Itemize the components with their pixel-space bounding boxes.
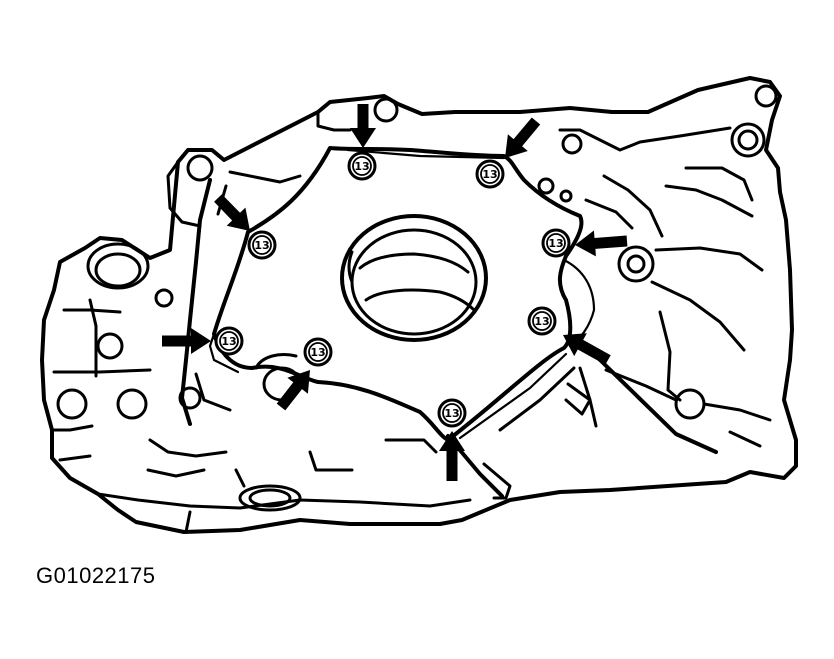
bolt-washer (442, 403, 462, 423)
arrow-5 (162, 328, 211, 354)
arrow-6 (276, 370, 310, 411)
bolt-washer (480, 164, 500, 184)
bolt-8: 13 (437, 398, 467, 428)
bolt-2: 13 (475, 159, 505, 189)
bolt-washer (352, 156, 372, 176)
bolt-4: 13 (541, 228, 571, 258)
figure-id: G01022175 (36, 563, 156, 588)
bolt-1: 13 (347, 151, 377, 181)
bolt-mark: 13 (221, 335, 236, 348)
bolt-washer (308, 342, 328, 362)
bolt-mark: 13 (534, 315, 549, 328)
bolt-mark: 13 (254, 239, 269, 252)
bolt-mark: 13 (482, 168, 497, 181)
bolt-mark: 13 (444, 407, 459, 420)
housing-outline (40, 76, 798, 534)
arrow-1 (350, 104, 376, 148)
bolt-washer (532, 311, 552, 331)
bolt-washer (546, 233, 566, 253)
arrow-4 (575, 230, 628, 257)
bolts-layer: 13 13 13 13 13 13 13 13 (214, 151, 571, 428)
bolt-washer (252, 235, 272, 255)
bolt-5: 13 (214, 326, 244, 356)
oil-pump-body (208, 146, 596, 442)
bolt-3: 13 (247, 230, 277, 260)
arrow-7 (563, 333, 611, 365)
arrow-3 (214, 194, 250, 231)
arrow-8 (439, 431, 465, 481)
arrows-layer (162, 104, 628, 481)
bolt-6: 13 (303, 337, 333, 367)
bolt-washer (219, 331, 239, 351)
bolt-mark: 13 (310, 346, 325, 359)
arrow-2 (505, 117, 541, 158)
bolt-7: 13 (527, 306, 557, 336)
bolt-mark: 13 (548, 237, 563, 250)
bolt-mark: 13 (354, 160, 369, 173)
